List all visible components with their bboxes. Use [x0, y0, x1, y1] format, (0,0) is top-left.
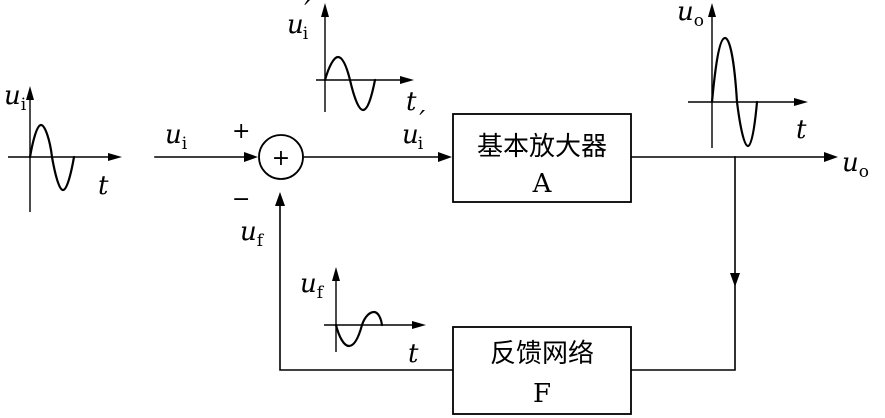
net-input-plot-x-arrow [400, 76, 414, 84]
net-input-sine-wave [323, 55, 377, 112]
summing-minus-sign: − [232, 187, 250, 212]
output-tap-wire-lower [630, 284, 736, 371]
signal-wires [154, 152, 838, 371]
basic-amplifier-block: 基本放大器 A [452, 113, 632, 203]
output-wire-arrow [824, 152, 838, 162]
feedback-network-block: 反馈网络 F [452, 326, 632, 415]
output-plot-label: uo [677, 0, 704, 31]
feedback-plot-t-label: t [408, 339, 419, 369]
input-wire-arrow [244, 152, 258, 162]
basic-amplifier-letter: A [532, 169, 553, 199]
net-input-waveform-plot: ui′ t [287, 0, 417, 117]
output-sine-wave [710, 36, 759, 148]
feedback-sine-wave [334, 310, 384, 348]
net-input-wire-arrow [438, 152, 452, 162]
output-waveform-plot: uo t [677, 0, 808, 148]
summing-plus-sign: + [232, 119, 250, 144]
output-plot-x-arrow [794, 98, 808, 106]
output-plot-t-label: t [796, 115, 807, 145]
feedback-plot-y-arrow [332, 267, 340, 281]
net-input-plot-y-arrow [321, 3, 329, 17]
summing-junction: + + − [232, 119, 304, 212]
summing-junction-symbol: + [272, 146, 290, 171]
input-plot-x-arrow [108, 153, 122, 161]
feedback-return-wire [279, 205, 454, 371]
input-sine-wave [28, 123, 76, 192]
basic-amplifier-box [452, 113, 632, 203]
summing-junction-circle [258, 134, 304, 180]
feedback-network-name: 反馈网络 [490, 339, 594, 369]
feedback-waveform-plot: uf t [300, 267, 426, 369]
input-plot-y-arrow [26, 86, 34, 100]
feedback-plot-label: uf [300, 269, 325, 303]
feedback-return-arrow [275, 192, 285, 206]
input-waveform-plot: ui t [4, 81, 122, 212]
output-plot-y-arrow [708, 3, 716, 17]
net-input-plot-label: ui′ [287, 0, 310, 44]
input-plot-label: ui [4, 81, 27, 115]
feedback-network-letter: F [533, 379, 551, 409]
feedback-signal-label: uf [240, 217, 265, 251]
input-plot-t-label: t [98, 171, 109, 201]
output-signal-label: uo [842, 148, 869, 182]
basic-amplifier-name: 基本放大器 [477, 132, 607, 162]
net-input-signal-label: ui′ [402, 106, 425, 154]
net-input-plot-t-label: t [406, 87, 417, 117]
feedback-plot-x-arrow [412, 321, 426, 329]
input-signal-label: ui [165, 120, 188, 154]
feedback-network-box [452, 326, 632, 415]
output-tap-arrow [730, 273, 740, 287]
